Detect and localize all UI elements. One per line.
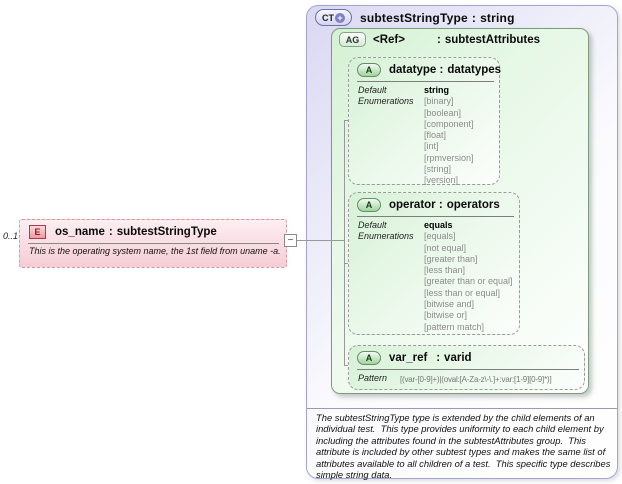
attribute-icon: A [357, 351, 381, 365]
enumeration-value: [equals] [424, 231, 456, 242]
attribute-group-icon: AG [339, 32, 366, 47]
attribute-separator: : [438, 199, 443, 211]
connector-element-line [297, 240, 344, 241]
attribute-group-title: <Ref>:subtestAttributes [373, 34, 540, 46]
enumeration-value: [not equal] [424, 242, 467, 253]
attribute-name: var_ref [389, 352, 428, 364]
enumeration-value: [float] [424, 130, 447, 141]
complex-type-icon[interactable]: CT+ [315, 9, 352, 26]
facet-label-enumerations: Enumerations [358, 96, 414, 107]
facet-default-value: equals [424, 220, 453, 230]
facet-table: Default string Enumerations [binary][boo… [358, 85, 495, 187]
attribute-group-header: AG <Ref>:subtestAttributes [339, 32, 540, 47]
attribute-header: A datatype :datatypes [349, 58, 501, 77]
complex-type-separator: : [471, 10, 477, 25]
enumeration-list: [binary][boolean][component][float][int]… [424, 96, 495, 186]
facet-table: Default equals Enumerations [equals][not… [358, 220, 515, 333]
complex-type-annotation: The subtestStringType type is extended b… [316, 412, 614, 481]
attribute-name: datatype [389, 64, 437, 76]
attribute-name: operator [389, 199, 436, 211]
enumeration-value: [rpmversion] [424, 152, 474, 163]
attribute-box-datatype[interactable]: A datatype :datatypes Default string Enu… [348, 57, 501, 187]
attribute-title: var_ref :varid [389, 352, 472, 364]
complex-type-name: subtestStringType [360, 10, 468, 25]
attribute-divider [357, 216, 514, 217]
enumeration-value: [less than or equal] [424, 287, 501, 298]
element-annotation: This is the operating system name, the 1… [29, 246, 281, 256]
attribute-icon: A [357, 63, 381, 77]
attribute-type: datatypes [447, 64, 502, 76]
element-box-os-name[interactable]: E os_name:subtestStringType This is the … [19, 219, 287, 268]
attribute-type: varid [444, 352, 472, 364]
enumeration-list: [equals][not equal][greater than][less t… [424, 231, 515, 333]
complex-type-title: subtestStringType:string [360, 11, 515, 25]
enumeration-value: [bitwise or] [424, 310, 468, 321]
complex-type-base: string [480, 10, 515, 25]
attribute-separator: : [436, 352, 441, 364]
attribute-separator: : [439, 64, 444, 76]
facet-label-enumerations: Enumerations [358, 231, 414, 242]
element-divider [28, 243, 279, 244]
connector-stub-datatype [344, 120, 349, 121]
enumeration-value: [greater than] [424, 253, 478, 264]
facet-default-value: string [424, 85, 450, 95]
enumeration-value: [version] [424, 175, 459, 186]
attribute-title: datatype :datatypes [389, 64, 501, 76]
attribute-divider [357, 369, 579, 370]
enumeration-value: [bitwise and] [424, 299, 475, 310]
element-header: E os_name:subtestStringType [20, 220, 286, 239]
facet-table: Pattern [(var-[0-9]+)|(oval:[A-Za-z\-\.]… [358, 373, 580, 385]
connector-stub-varref [344, 365, 349, 366]
attribute-group-ref: <Ref> [373, 33, 405, 46]
enumeration-value: [component] [424, 118, 474, 129]
enumeration-value: [int] [424, 141, 439, 152]
attribute-group-type: subtestAttributes [444, 33, 541, 46]
element-title: os_name:subtestStringType [55, 226, 217, 238]
expand-plus-icon[interactable]: + [335, 12, 345, 23]
collapse-toggle-icon[interactable]: − [284, 234, 297, 247]
enumeration-value: [pattern match] [424, 321, 485, 332]
element-type: subtestStringType [116, 226, 217, 238]
enumeration-value: [binary] [424, 96, 454, 107]
enumeration-value: [string] [424, 164, 452, 175]
element-separator: : [108, 226, 113, 238]
facet-label-pattern: Pattern [358, 373, 388, 383]
facet-pattern-value: [(var-[0-9]+)|(oval:[A-Za-z\-\.]+:var:[1… [400, 375, 552, 384]
attribute-box-var-ref[interactable]: A var_ref :varid Pattern [(var-[0-9]+)|(… [348, 345, 585, 390]
connector-stub-operator [344, 263, 349, 264]
enumeration-value: [greater than or equal] [424, 276, 513, 287]
attribute-divider [357, 81, 494, 82]
attribute-title: operator :operators [389, 199, 500, 211]
attribute-icon: A [357, 198, 381, 212]
complex-type-header: CT+ subtestStringType:string [315, 9, 515, 26]
attribute-header: A operator :operators [349, 193, 519, 212]
attribute-group-separator: : [437, 33, 441, 46]
connector-bracket-line [344, 120, 345, 366]
element-icon: E [29, 225, 46, 239]
attribute-type: operators [446, 199, 500, 211]
complex-type-icon-label: CT [322, 12, 334, 23]
attribute-box-operator[interactable]: A operator :operators Default equals Enu… [348, 192, 520, 335]
cardinality-label: 0..1 [3, 231, 19, 241]
facet-label-default: Default [358, 85, 387, 95]
enumeration-value: [less than] [424, 265, 466, 276]
annotation-divider [307, 408, 617, 409]
attribute-header: A var_ref :varid [349, 346, 584, 365]
enumeration-value: [boolean] [424, 107, 462, 118]
element-name: os_name [55, 226, 105, 238]
facet-label-default: Default [358, 220, 387, 230]
